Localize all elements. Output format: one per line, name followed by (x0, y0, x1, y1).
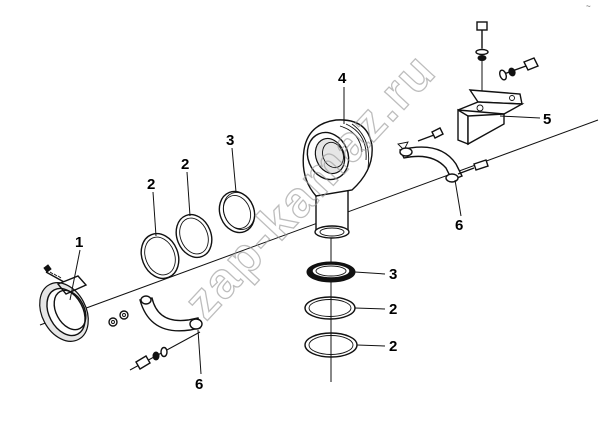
exhaust-elbow (302, 119, 373, 239)
callout-3-upper: 3 (226, 132, 234, 149)
callout-6-left: 6 (195, 376, 203, 393)
callout-2-left: 2 (147, 176, 155, 193)
callout-labels: 1 2 2 3 4 5 6 3 2 2 6 (75, 70, 551, 393)
corner-mark: ~ (586, 2, 591, 11)
callout-2-lower-1: 2 (389, 301, 397, 318)
sealing-ring-upper (218, 190, 256, 234)
v-band-clamp (39, 264, 89, 342)
leader-lines (69, 87, 541, 375)
half-clamp-lower (139, 295, 203, 332)
callout-2-lower-2: 2 (389, 338, 397, 355)
callout-2-middle: 2 (181, 156, 189, 173)
callout-4: 4 (338, 70, 347, 87)
gasket-ring-middle (175, 213, 213, 259)
callout-1: 1 (75, 234, 83, 251)
mounting-bracket (457, 89, 525, 146)
gasket-lower-1 (304, 296, 356, 320)
bracket-vertical-bolt (475, 21, 489, 61)
callout-3-lower: 3 (389, 266, 397, 283)
sealing-ring-lower (306, 261, 356, 283)
gasket-ring-left (140, 232, 180, 280)
half-clamp-upper (397, 141, 489, 183)
elbow-side-bolt (417, 127, 444, 142)
callout-6-right: 6 (455, 217, 463, 234)
watermark: zap-kamaz.ru (173, 42, 446, 329)
clamp-nuts (108, 310, 129, 327)
bracket-side-bolt (499, 57, 539, 81)
callout-5: 5 (543, 111, 551, 128)
lower-clamp-bolt (135, 346, 168, 370)
